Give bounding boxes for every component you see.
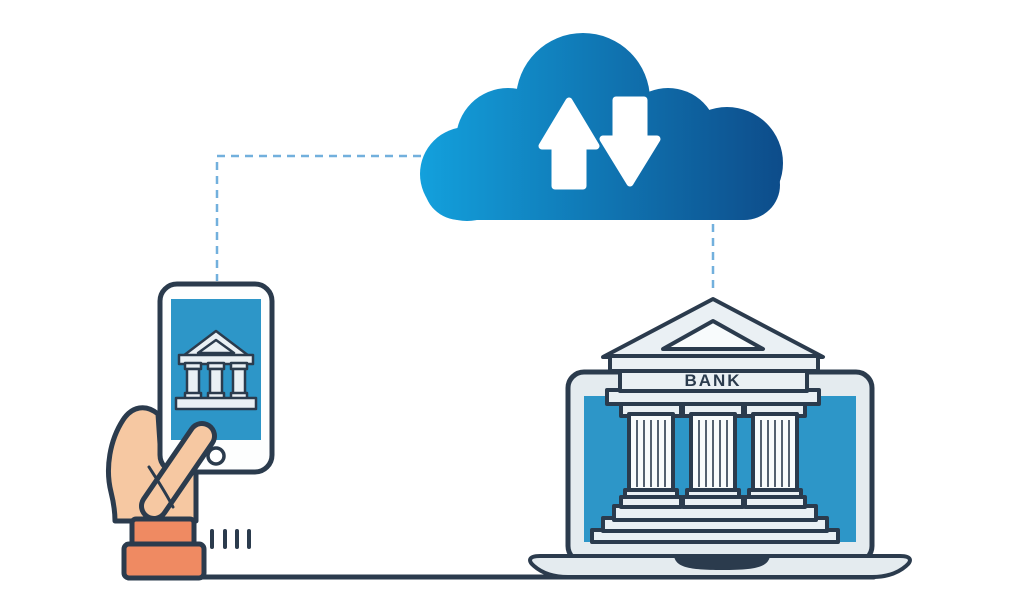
download-arrow-icon (599, 96, 661, 187)
bank-column (743, 402, 807, 509)
thumb (144, 426, 212, 516)
bank-building-icon: BANK (590, 297, 840, 544)
connector-phone-to-cloud (215, 154, 421, 281)
upload-arrow-icon (538, 97, 600, 190)
bank-pediment-base (608, 354, 820, 373)
bank-pediment-inner-triangle (661, 319, 765, 351)
motion-ticks (210, 529, 251, 549)
finger-crease (147, 465, 175, 509)
sleeve-cuff-bottom (121, 541, 207, 581)
cloud-sync-icon (420, 33, 783, 221)
bank-app-icon (174, 329, 258, 411)
bank-label: BANK (684, 371, 741, 390)
bank-column (681, 402, 745, 509)
home-button-icon (206, 446, 226, 466)
laptop-base-notch (674, 556, 770, 570)
hand-holding-phone (106, 281, 275, 581)
bank-column (619, 402, 683, 509)
